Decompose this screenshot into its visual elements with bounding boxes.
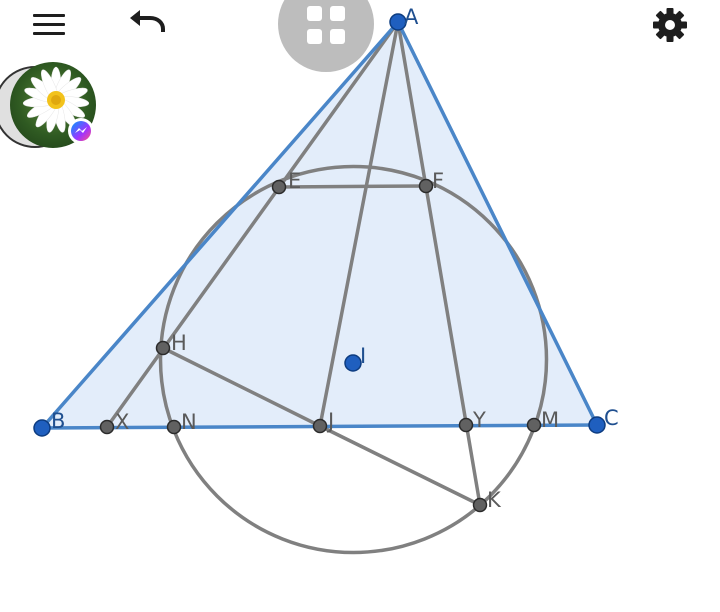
triangle-side-ab[interactable] <box>40 20 400 430</box>
point-b[interactable] <box>33 419 51 437</box>
point-k[interactable] <box>472 497 488 513</box>
point-m[interactable] <box>526 417 542 433</box>
circle-efhnmk[interactable] <box>158 164 549 555</box>
chat-head-bubble[interactable] <box>0 62 100 148</box>
point-e[interactable] <box>271 179 287 195</box>
label-e: E <box>288 169 301 193</box>
point-n[interactable] <box>166 419 182 435</box>
point-c[interactable] <box>588 416 606 434</box>
label-x: X <box>115 410 129 434</box>
label-j: J <box>326 409 334 433</box>
point-h[interactable] <box>155 340 171 356</box>
point-i[interactable] <box>344 354 362 372</box>
undo-icon <box>130 10 165 32</box>
label-m: M <box>541 408 559 432</box>
label-i: I <box>360 344 366 368</box>
triangle-side-ca[interactable] <box>396 20 599 427</box>
segment-aj[interactable] <box>318 20 400 428</box>
segment-jk[interactable] <box>318 424 482 507</box>
segment-ax[interactable] <box>105 20 400 429</box>
point-x[interactable] <box>99 419 115 435</box>
label-h: H <box>171 331 187 355</box>
gear-icon <box>653 8 687 42</box>
segment-ef[interactable] <box>277 184 428 189</box>
point-a[interactable] <box>389 13 407 31</box>
triangle-abc-fill <box>42 22 597 428</box>
menu-button[interactable] <box>30 10 68 40</box>
label-c: C <box>604 406 619 430</box>
point-y[interactable] <box>458 417 474 433</box>
point-f[interactable] <box>418 178 434 194</box>
label-f: F <box>432 169 444 193</box>
label-k: K <box>487 488 502 512</box>
label-a: A <box>404 5 419 29</box>
point-j[interactable] <box>312 418 328 434</box>
messenger-icon <box>71 121 91 141</box>
label-n: N <box>181 410 197 434</box>
undo-button[interactable] <box>126 8 168 42</box>
label-y: Y <box>472 408 486 432</box>
settings-button[interactable] <box>648 4 692 44</box>
segment-hj[interactable] <box>161 346 322 428</box>
messenger-badge <box>68 118 94 144</box>
label-b: B <box>51 409 65 433</box>
